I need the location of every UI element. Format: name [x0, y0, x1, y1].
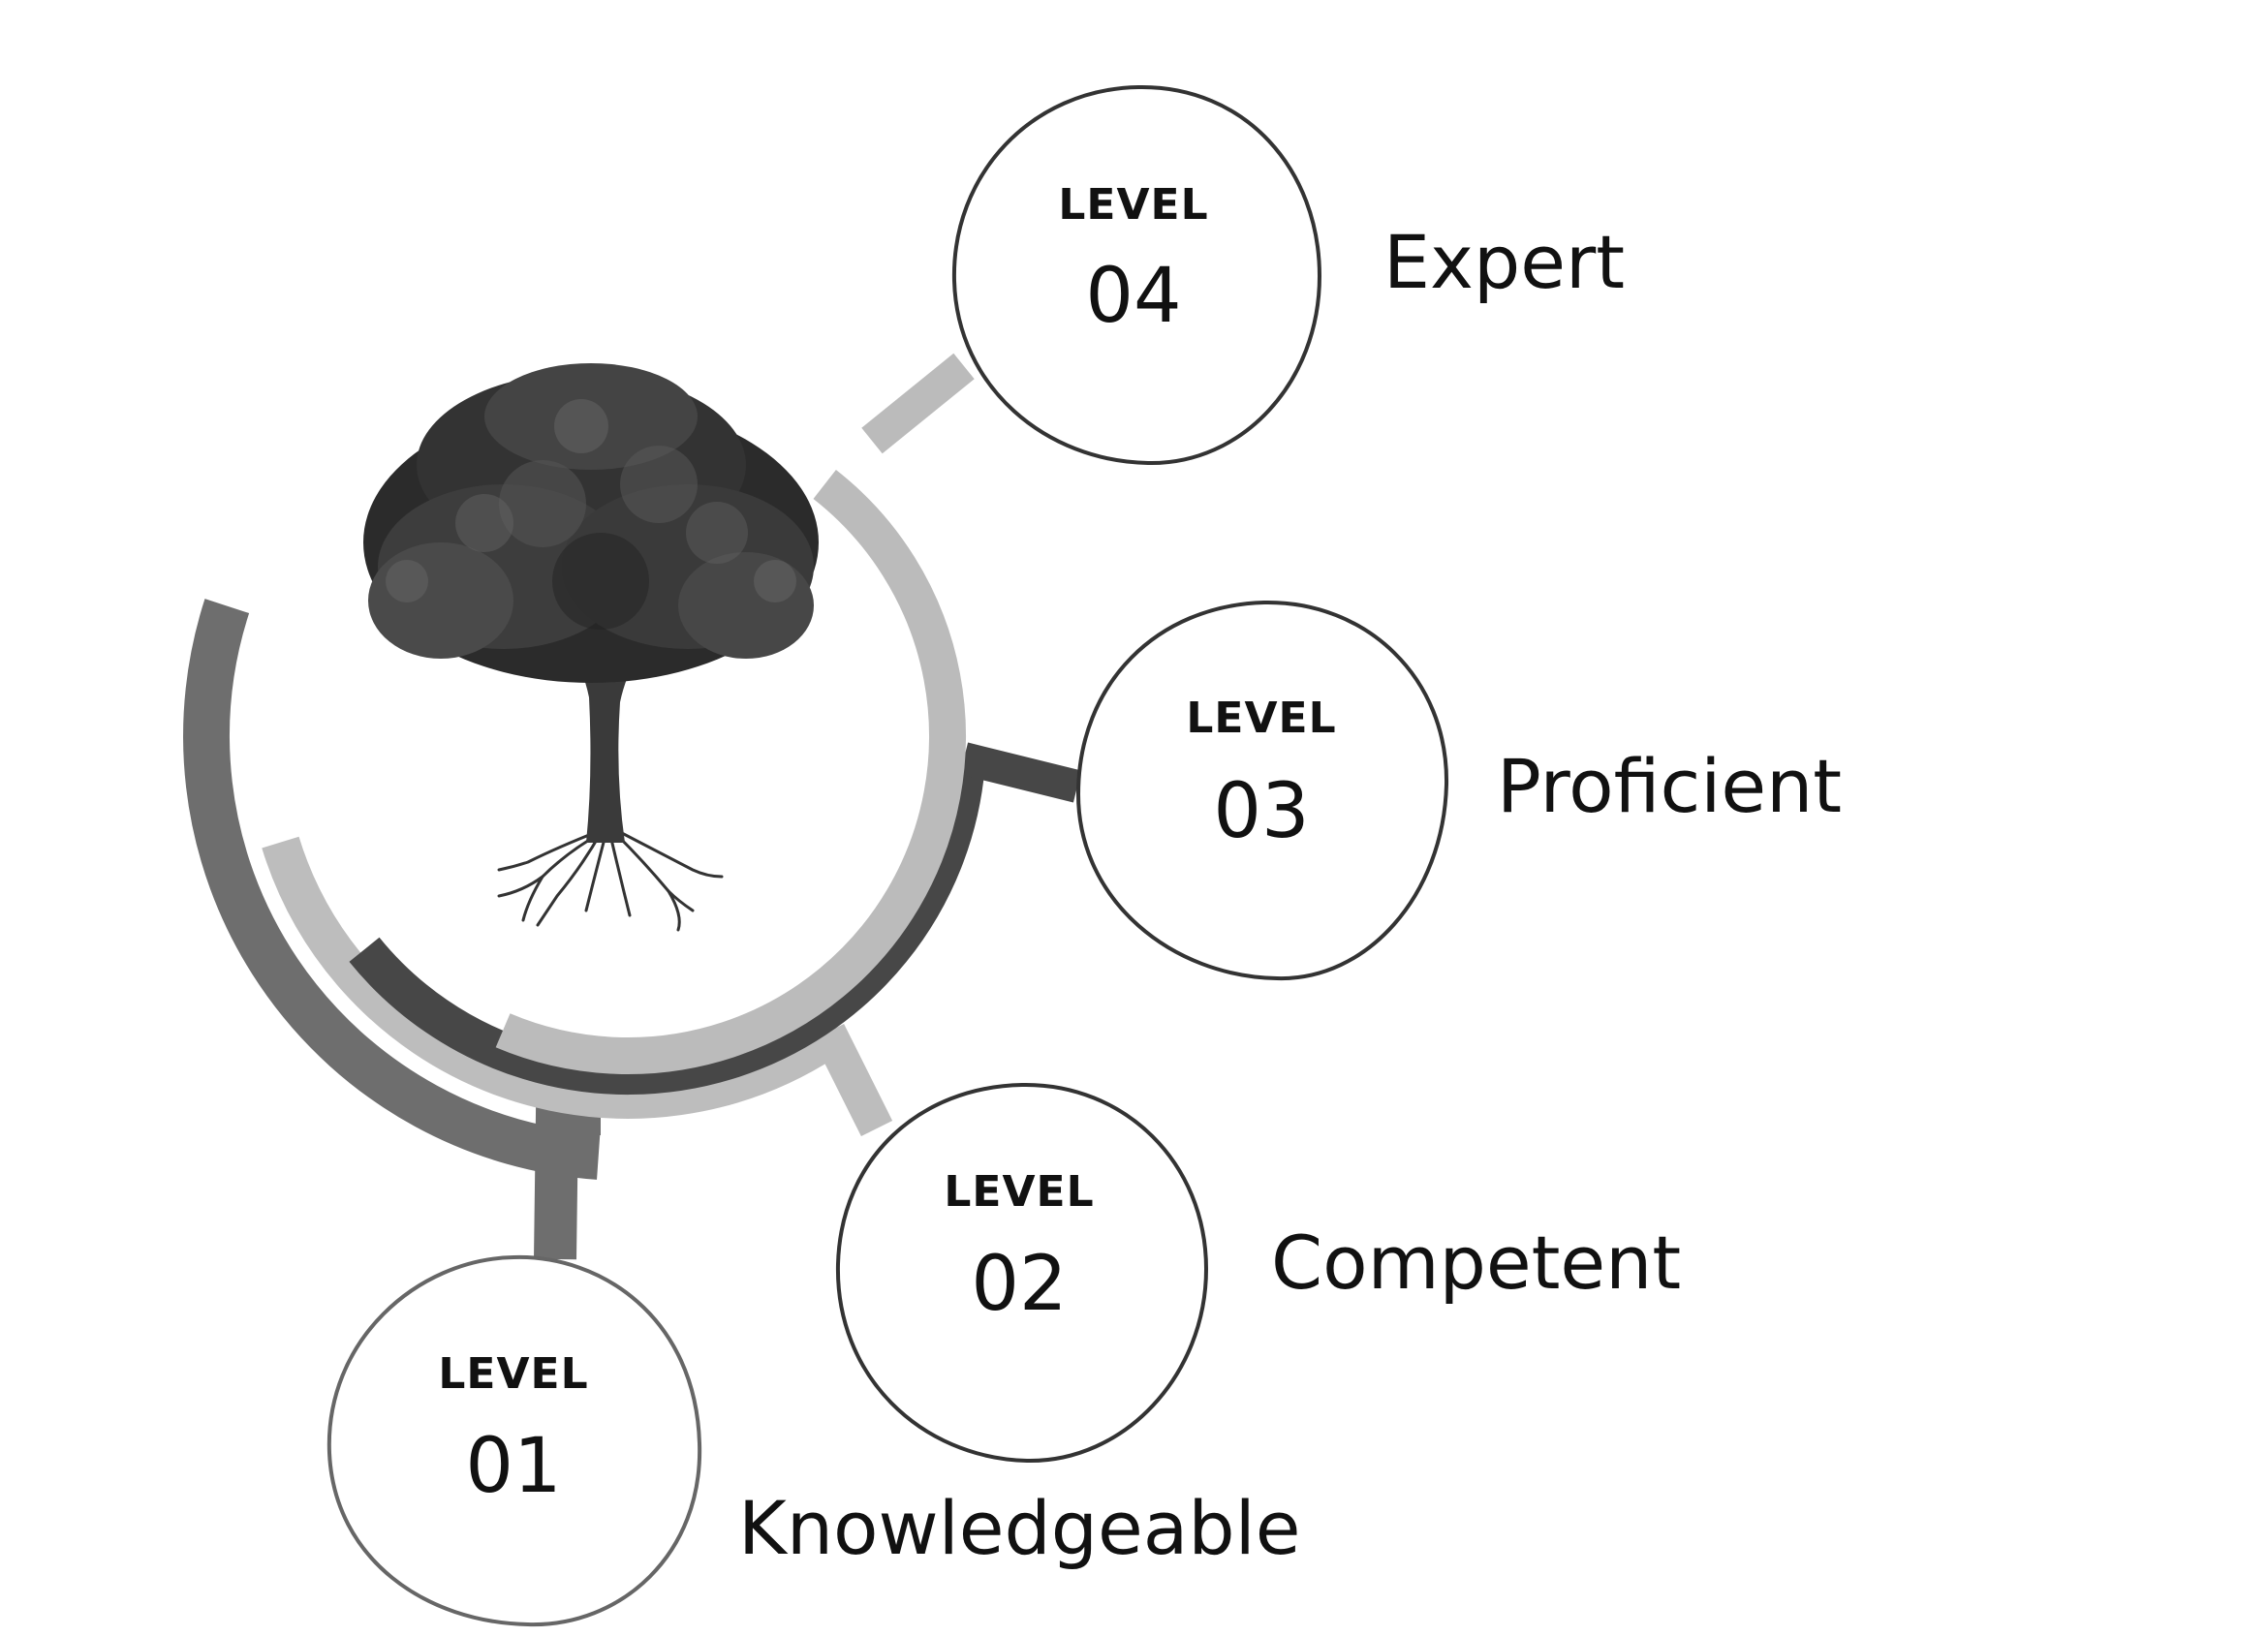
- level-04-label: LEVEL: [1058, 180, 1208, 230]
- level-04-circle: [951, 84, 1322, 466]
- level-04-node: LEVEL 04: [951, 84, 1322, 466]
- level-03-arc: [349, 763, 985, 1096]
- tree-illustration-icon: [363, 363, 819, 932]
- level-03-circle: [1075, 600, 1449, 981]
- level-03-node: LEVEL 03: [1075, 600, 1449, 981]
- level-04-connector: [861, 353, 975, 454]
- level-01-label: LEVEL: [438, 1349, 588, 1399]
- level-02-connector: [812, 1023, 893, 1137]
- tree-canopy: [363, 363, 819, 683]
- level-02-name: Competent: [1271, 1220, 1681, 1306]
- level-01-circle: [326, 1254, 702, 1627]
- level-03-label: LEVEL: [1186, 694, 1336, 743]
- level-02-circle: [835, 1082, 1209, 1464]
- level-02-node: LEVEL 02: [835, 1082, 1209, 1464]
- level-01-number: 01: [465, 1423, 561, 1510]
- level-01-arc: [183, 599, 601, 1180]
- level-02-arc: [262, 836, 837, 1119]
- level-03-number: 03: [1213, 768, 1309, 855]
- level-03-connector: [959, 742, 1082, 803]
- level-01-name: Knowledgeable: [738, 1485, 1300, 1571]
- level-03-name: Proficient: [1497, 743, 1842, 829]
- level-02-label: LEVEL: [944, 1167, 1094, 1217]
- level-04-name: Expert: [1383, 219, 1625, 305]
- level-01-node: LEVEL 01: [326, 1254, 702, 1627]
- level-arcs: [183, 353, 1082, 1260]
- level-04-arc: [495, 470, 966, 1074]
- level-02-number: 02: [971, 1241, 1067, 1328]
- level-04-number: 04: [1085, 253, 1181, 340]
